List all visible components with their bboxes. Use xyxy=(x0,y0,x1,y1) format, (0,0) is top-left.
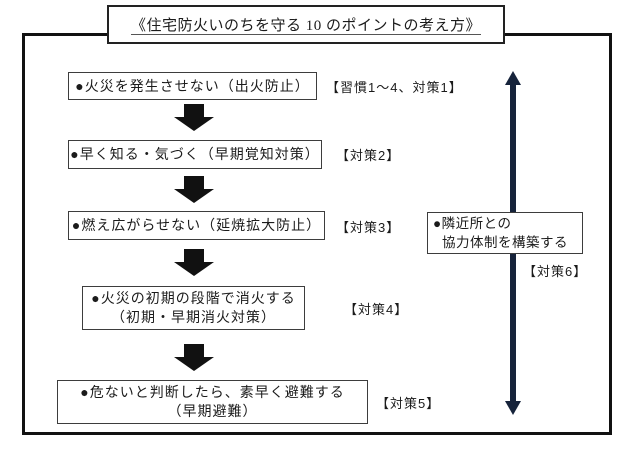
flow-box-text: ●燃え広がらせない（延焼拡大防止） xyxy=(71,217,322,233)
arrow-head xyxy=(174,262,214,276)
down-arrow-icon xyxy=(174,344,214,371)
flow-box-text-line2: （早期避難） xyxy=(167,403,258,419)
arrow-stem xyxy=(184,344,204,357)
down-arrow-icon xyxy=(174,176,214,203)
flow-box-text-line2: （初期・早期消火対策） xyxy=(111,309,276,325)
step-label-4: 【対策4】 xyxy=(344,302,409,317)
step-label-1: 【習慣1～4、対策1】 xyxy=(326,80,463,95)
arrow-head xyxy=(174,357,214,371)
flow-box-initial-extinguish: ●火災の初期の段階で消火する （初期・早期消火対策） xyxy=(82,286,305,330)
flow-box-text-line2: 協力体制を構築する xyxy=(442,235,568,250)
flow-box-prevent-ignition: ●火災を発生させない（出火防止） xyxy=(68,72,317,100)
arrow-head xyxy=(174,189,214,203)
page-title: 《住宅防火いのちを守る 10 のポイントの考え方》 xyxy=(130,18,481,34)
step-label-3: 【対策3】 xyxy=(336,220,401,235)
flow-box-early-evacuation: ●危ないと判断したら、素早く避難する （早期避難） xyxy=(57,380,368,424)
down-arrow-icon xyxy=(174,104,214,131)
flow-box-text-line1: ●隣近所との xyxy=(433,216,512,231)
arrow-stem xyxy=(184,176,204,189)
flow-box-stop-spread: ●燃え広がらせない（延焼拡大防止） xyxy=(68,211,325,240)
flow-box-text-line1: ●危ないと判断したら、素早く避難する xyxy=(80,384,345,400)
step-label-5: 【対策5】 xyxy=(376,396,441,411)
step-label-6: 【対策6】 xyxy=(523,264,588,279)
down-arrow-icon xyxy=(174,249,214,276)
flow-box-neighborhood-cooperation: ●隣近所との 協力体制を構築する xyxy=(427,212,583,254)
step-label-2: 【対策2】 xyxy=(336,148,401,163)
arrow-head xyxy=(174,117,214,131)
arrow-stem xyxy=(184,249,204,262)
arrow-stem xyxy=(184,104,204,117)
title-box: 《住宅防火いのちを守る 10 のポイントの考え方》 xyxy=(107,5,505,44)
flow-box-early-detection: ●早く知る・気づく（早期覚知対策） xyxy=(68,140,322,169)
flow-box-text-line1: ●火災の初期の段階で消火する xyxy=(91,290,296,306)
flow-box-text: ●火災を発生させない（出火防止） xyxy=(75,77,310,94)
flow-box-text: ●早く知る・気づく（早期覚知対策） xyxy=(70,146,320,162)
